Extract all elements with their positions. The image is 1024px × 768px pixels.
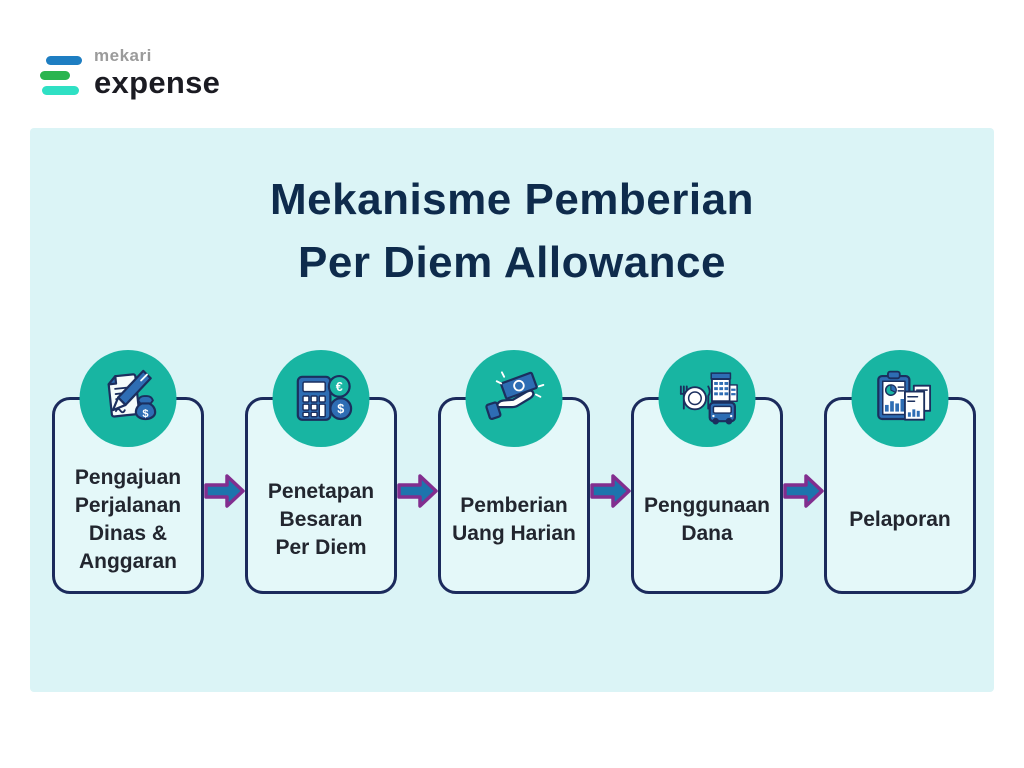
logo-text: mekari expense — [94, 46, 220, 100]
step-icon-circle: $ — [79, 350, 177, 447]
arrow-right-icon — [397, 474, 438, 508]
step-card-pengajuan-perjalanan: $ Pengajuan Perjalanan Dinas & Anggaran — [52, 350, 204, 594]
report-charts-icon — [876, 370, 931, 421]
hand-money-icon — [484, 370, 544, 420]
svg-text:$: $ — [142, 407, 149, 419]
step-icon-circle — [465, 350, 563, 447]
step-card-pemberian-uang: Pemberian Uang Harian — [438, 350, 590, 594]
step-icon-circle — [658, 350, 756, 447]
step-icon-circle — [851, 350, 949, 447]
step-card-penggunaan-dana: Penggunaan Dana — [631, 350, 783, 594]
svg-text:€: € — [335, 379, 342, 393]
calculator-coins-icon: € $ — [296, 374, 352, 421]
step-label: Penggunaan Dana — [643, 493, 770, 545]
document-pen-moneybag-icon: $ — [107, 369, 156, 420]
arrow-right-icon — [783, 474, 824, 508]
mekari-logo-icon — [40, 56, 82, 95]
title-line-2: Per Diem Allowance — [298, 238, 726, 287]
step-label: Pengajuan Perjalanan Dinas & Anggaran — [74, 465, 182, 573]
step-icon-circle: € $ — [272, 350, 370, 447]
product-name: expense — [94, 65, 221, 100]
step-label: Pemberian Uang Harian — [452, 493, 576, 545]
step-card-pelaporan: Pelaporan — [824, 350, 976, 594]
title-line-1: Mekanisme Pemberian — [270, 175, 754, 224]
meal-hotel-bus-icon — [679, 371, 738, 425]
arrow-right-icon — [204, 474, 245, 508]
step-card-penetapan-besaran: € $ Penetapan Besaran Per Diem — [245, 350, 397, 594]
brand-name: mekari — [94, 46, 152, 65]
svg-text:$: $ — [337, 402, 344, 416]
step-label: Penetapan Besaran Per Diem — [267, 479, 375, 559]
brand-logo: mekari expense — [38, 46, 220, 102]
arrow-right-icon — [590, 474, 631, 508]
step-label: Pelaporan — [849, 507, 951, 531]
